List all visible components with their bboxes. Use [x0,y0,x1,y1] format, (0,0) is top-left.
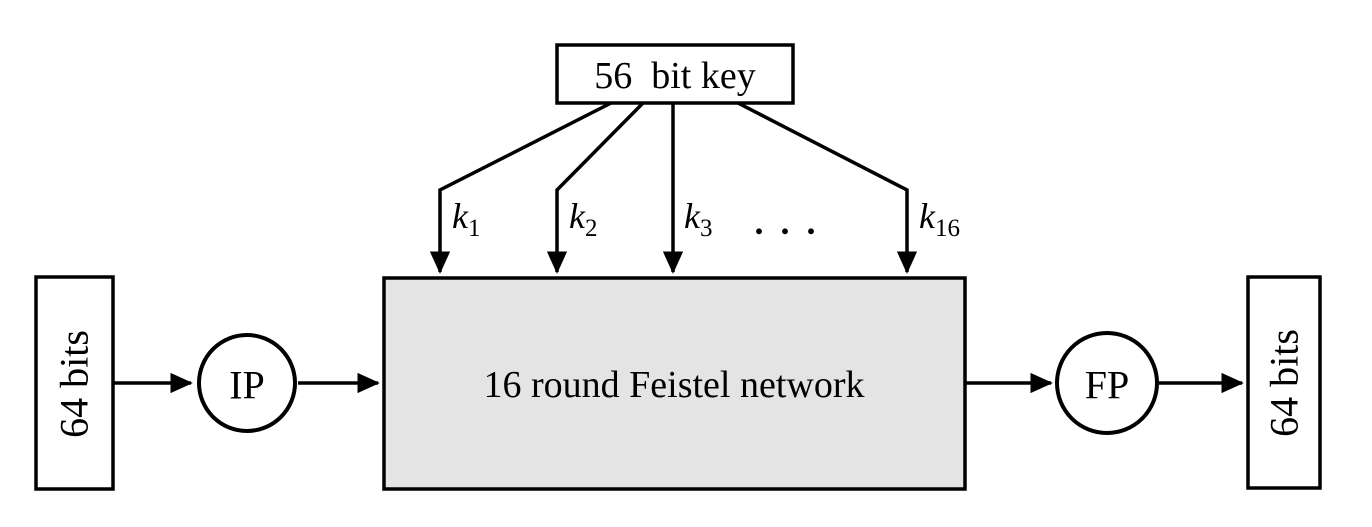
feistel-network-box [382,276,967,491]
subkey-wire-k2 [546,100,646,274]
subkey-label-k16: k16 [919,196,960,242]
ip-node [197,333,297,433]
feistel-network-label: 16 round Feistel network [483,364,864,406]
subkey-wire-k1 [429,100,614,274]
input-bits-box [34,275,115,491]
output-bits-box [1246,275,1322,490]
fp-node [1055,331,1159,435]
subkey-label-k3: k3 [684,196,712,242]
key-box-label: 56 bit key [594,55,755,97]
fp-node-label: FP [1085,363,1130,408]
subkey-ellipsis: . . . [755,202,820,242]
ip-node-label: IP [229,363,265,408]
subkey-wire-k16 [735,100,918,274]
subkey-label-k2: k2 [569,196,597,242]
key-box [555,43,795,105]
input-bits-label: 64 bits [52,330,97,438]
subkey-label-k1: k1 [452,196,480,242]
output-bits-label: 64 bits [1262,329,1307,437]
